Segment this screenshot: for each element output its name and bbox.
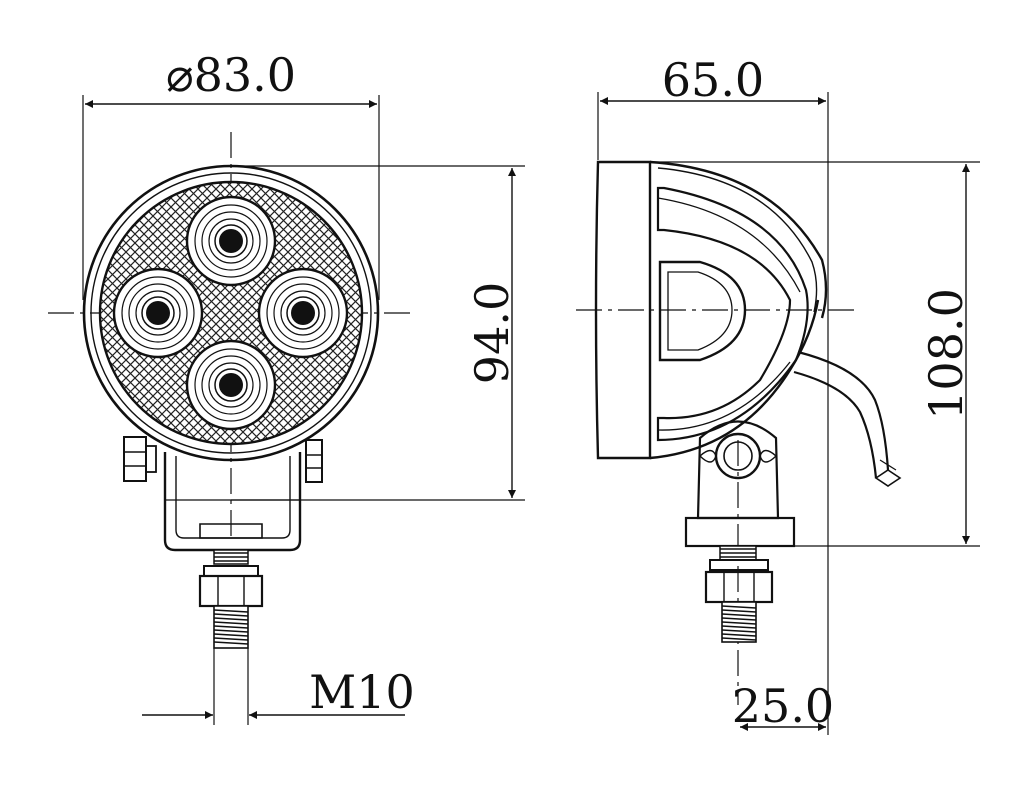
side-view: 65.0 108.0 25.0 [576, 53, 980, 735]
hex-nut-icon [704, 570, 774, 604]
offset-label: 25.0 [732, 679, 834, 733]
hex-nut-icon [198, 574, 264, 608]
led-reflector-left [112, 267, 204, 359]
front-view: ⌀83.0 94.0 M10 [48, 48, 525, 725]
mounting-bracket [163, 452, 302, 552]
left-bolt-icon [123, 436, 157, 482]
side-height-label: 108.0 [919, 288, 973, 420]
diameter-label: ⌀83.0 [166, 48, 296, 102]
led-chip-icon [219, 229, 243, 253]
power-cable [797, 350, 890, 471]
led-chip-icon [219, 373, 243, 397]
led-chip-icon [146, 301, 170, 325]
led-reflector-top [185, 195, 277, 287]
pivot-mount [696, 420, 780, 520]
housing-inner-ring [90, 172, 372, 454]
heat-sink-fin [656, 186, 809, 442]
mounting-stud [198, 549, 264, 649]
housing-body [594, 160, 652, 460]
thread-label: M10 [309, 665, 415, 719]
right-bolt-icon [305, 439, 323, 483]
led-reflector-bottom [185, 339, 277, 431]
lens-grille [98, 180, 364, 446]
depth-label: 65.0 [662, 53, 764, 107]
front-height-label: 94.0 [465, 282, 519, 384]
side-window [658, 260, 747, 362]
led-reflector-right [257, 267, 349, 359]
led-chip-icon [291, 301, 315, 325]
base-plate [684, 516, 796, 548]
side-mounting-stud [704, 545, 774, 643]
